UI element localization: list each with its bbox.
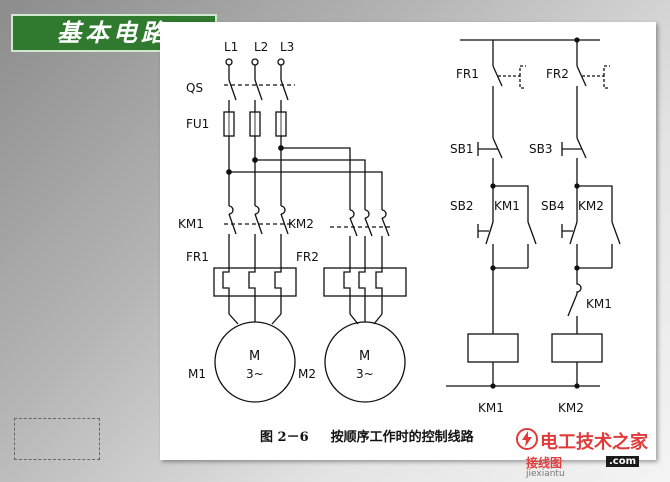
motor-m2: [324, 321, 406, 403]
coil-km1-label: KM1: [478, 401, 504, 415]
line-label-l1: L1: [224, 40, 238, 54]
ctrl-sb4-label: SB4: [541, 199, 564, 213]
fr2-main-label: FR2: [296, 250, 319, 264]
fu1-label: FU1: [186, 117, 209, 131]
motor-m2-phase: 3~: [356, 367, 374, 381]
watermark-url: jiexiantu: [526, 469, 565, 479]
ctrl-sb2-label: SB2: [450, 199, 473, 213]
ctrl-sb3-label: SB3: [529, 142, 552, 156]
figure-title: 按顺序工作时的控制线路: [330, 430, 474, 445]
diagram-panel: L1 L2 L3 QS FU1 KM1 KM2 FR1 FR2 M 3~ M1 …: [160, 22, 656, 460]
line-label-l3: L3: [280, 40, 294, 54]
coil-km1: [467, 333, 519, 363]
watermark-brand: 电工技术之家: [540, 432, 648, 453]
qs-switch: [228, 79, 289, 101]
terminal-l3: [277, 58, 285, 66]
coil-km2-label: KM2: [558, 401, 584, 415]
motor-m1: [214, 321, 296, 403]
watermark-domain: .com: [606, 456, 640, 467]
ctrl-km2-aux-contact: [611, 221, 621, 268]
site-watermark: 电工技术之家 接线图 .com jiexiantu: [514, 424, 670, 482]
coil-km2: [551, 333, 603, 363]
branch-wires: [229, 147, 383, 210]
watermark-sub: 接线图: [526, 456, 563, 470]
motor-m1-phase: 3~: [246, 367, 264, 381]
ctrl-km1-interlock-contact: [567, 293, 578, 334]
km1-main-label: KM1: [178, 217, 204, 231]
ctrl-km2-aux-label: KM2: [578, 199, 604, 213]
qs-label: QS: [186, 81, 203, 95]
ctrl-fr1-contact: [492, 65, 503, 138]
km1-main-contacts: [228, 213, 289, 235]
line-label-l2: L2: [254, 40, 268, 54]
bolt-icon: [516, 428, 538, 450]
ctrl-sb2-button: [485, 221, 494, 268]
km2-main-label: KM2: [288, 217, 314, 231]
figure-caption: 图 2－6 按顺序工作时的控制线路: [260, 426, 474, 445]
figure-number: 图 2－6: [260, 430, 309, 445]
m1-label: M1: [188, 367, 206, 381]
placeholder-box: [14, 418, 100, 460]
ctrl-km1-aux-label: KM1: [494, 199, 520, 213]
ctrl-sb3-button: [576, 137, 587, 186]
km2-main-contacts: [349, 217, 390, 237]
terminal-l2: [251, 58, 259, 66]
ctrl-fr2-label: FR2: [546, 67, 569, 81]
ctrl-km1-interlock-label: KM1: [586, 297, 612, 311]
motor-m1-symbol: M: [249, 349, 260, 364]
motor-m2-symbol: M: [359, 349, 370, 364]
ctrl-fr2-contact: [576, 65, 587, 138]
ctrl-fr1-label: FR1: [456, 67, 479, 81]
fr1-main-label: FR1: [186, 250, 209, 264]
terminal-l1: [225, 58, 233, 66]
ctrl-sb4-button: [569, 221, 578, 268]
m2-label: M2: [298, 367, 316, 381]
circuit-diagram: L1 L2 L3 QS FU1 KM1 KM2 FR1 FR2 M 3~ M1 …: [178, 37, 621, 415]
ctrl-km1-aux-contact: [527, 221, 537, 268]
ctrl-sb1-label: SB1: [450, 142, 473, 156]
ctrl-sb1-button: [492, 137, 503, 186]
